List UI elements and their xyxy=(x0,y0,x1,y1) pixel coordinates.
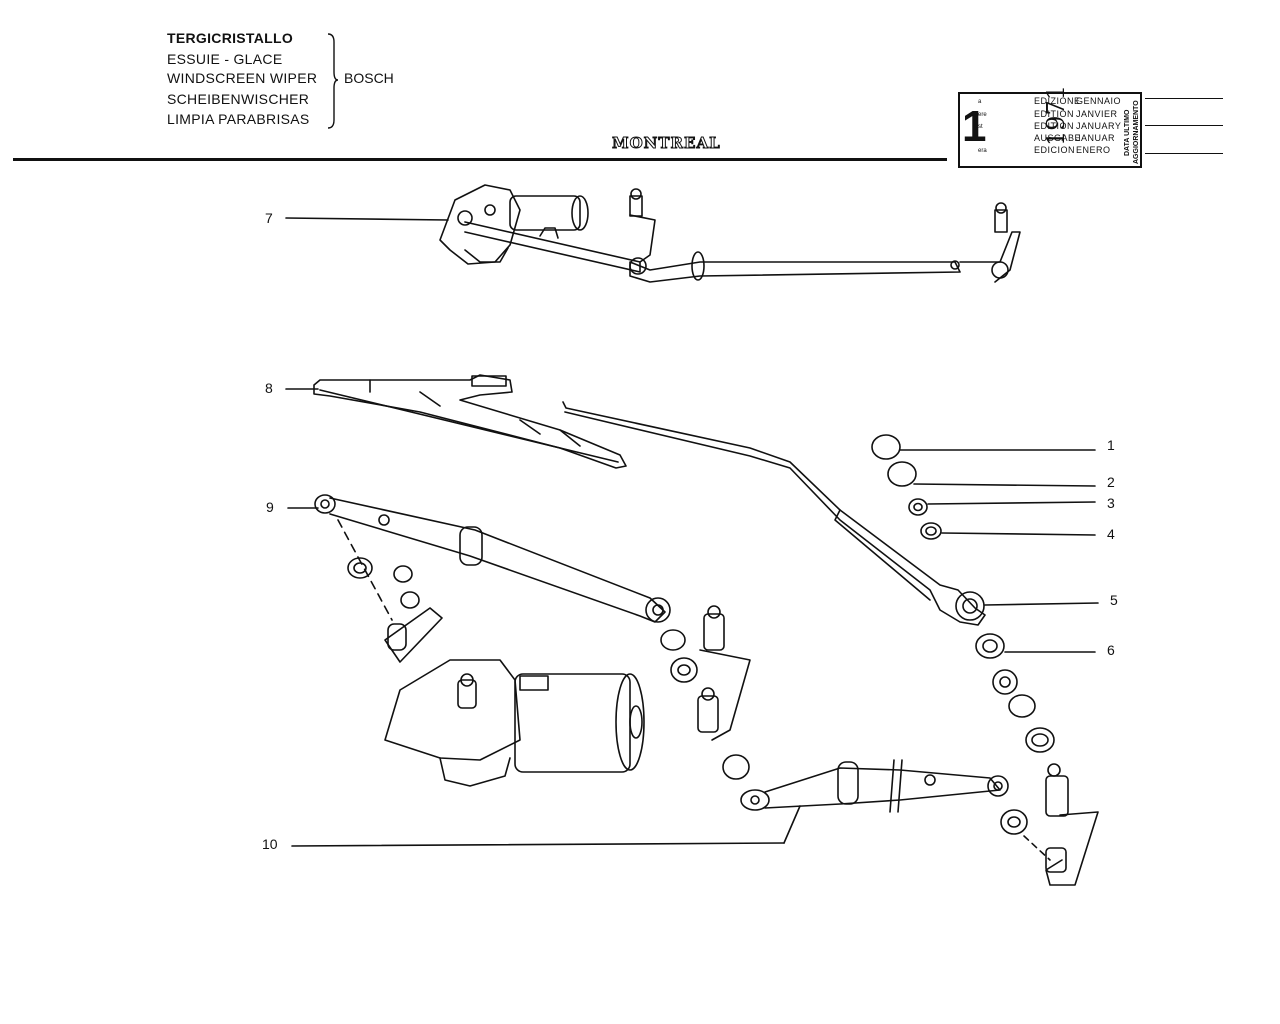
callout-9: 9 xyxy=(266,499,274,515)
update-line xyxy=(1145,98,1223,99)
callout-4: 4 xyxy=(1107,526,1115,542)
callout-5: 5 xyxy=(1110,592,1118,608)
callout-1: 1 xyxy=(1107,437,1115,453)
pivot-assembly-left xyxy=(660,605,751,780)
edition-word: EDITION xyxy=(1034,109,1075,119)
edition-word: AUSGABE xyxy=(1034,133,1082,143)
title-french: ESSUIE - GLACE xyxy=(167,51,283,67)
header-rule xyxy=(13,158,947,161)
title-english: WINDSCREEN WIPER xyxy=(167,70,318,86)
callout-6: 6 xyxy=(1107,642,1115,658)
callout-3: 3 xyxy=(1107,495,1115,511)
edition-suffix: . xyxy=(978,136,980,142)
edition-month: GENNAIO xyxy=(1076,96,1122,106)
long-link-rod xyxy=(314,494,671,623)
edition-number: 1 xyxy=(962,102,987,151)
wiper-arm xyxy=(562,401,986,626)
pivot-assembly-right xyxy=(1000,763,1099,886)
title-italian: TERGICRISTALLO xyxy=(167,30,294,46)
edition-suffix: st xyxy=(978,124,983,130)
title-spanish: LIMPIA PARABRISAS xyxy=(167,111,310,127)
edition-suffix: ere xyxy=(978,112,987,118)
update-line xyxy=(1145,125,1223,126)
short-link-rod xyxy=(740,759,1009,813)
leader-line-10b xyxy=(783,805,801,844)
wiper-blade xyxy=(313,374,627,469)
leader-line-4 xyxy=(941,532,1096,536)
callout-10: 10 xyxy=(262,836,278,852)
edition-suffix: a xyxy=(978,99,982,105)
edition-word: EDITION xyxy=(1034,121,1075,131)
leader-line-7 xyxy=(285,217,449,221)
leader-line-2 xyxy=(913,483,1096,487)
edition-month: ENERO xyxy=(1076,145,1111,155)
motor-mount-hardware xyxy=(347,557,443,663)
title-brace xyxy=(327,33,339,129)
edition-box xyxy=(958,92,1142,168)
wiper-linkage-assembly xyxy=(439,184,1021,283)
edition-word: EDICION xyxy=(1034,145,1076,155)
wiper-motor xyxy=(384,659,645,787)
leader-line-10 xyxy=(291,842,785,847)
leader-line-5 xyxy=(984,602,1099,606)
leader-line-3 xyxy=(927,501,1096,505)
update-line xyxy=(1145,153,1223,154)
supplier-label: BOSCH xyxy=(344,70,394,86)
model-name: MONTREAL xyxy=(612,134,721,153)
edition-word: EDIZIONE xyxy=(1034,96,1081,106)
callout-2: 2 xyxy=(1107,474,1115,490)
edition-month: JANVIER xyxy=(1076,109,1118,119)
callout-8: 8 xyxy=(265,380,273,396)
edition-suffix: era xyxy=(978,148,987,154)
edition-month: JANUAR xyxy=(1076,133,1116,143)
edition-month: JANUARY xyxy=(1076,121,1122,131)
callout-7: 7 xyxy=(265,210,273,226)
title-german: SCHEIBENWISCHER xyxy=(167,91,310,107)
small-hardware xyxy=(871,434,1055,753)
